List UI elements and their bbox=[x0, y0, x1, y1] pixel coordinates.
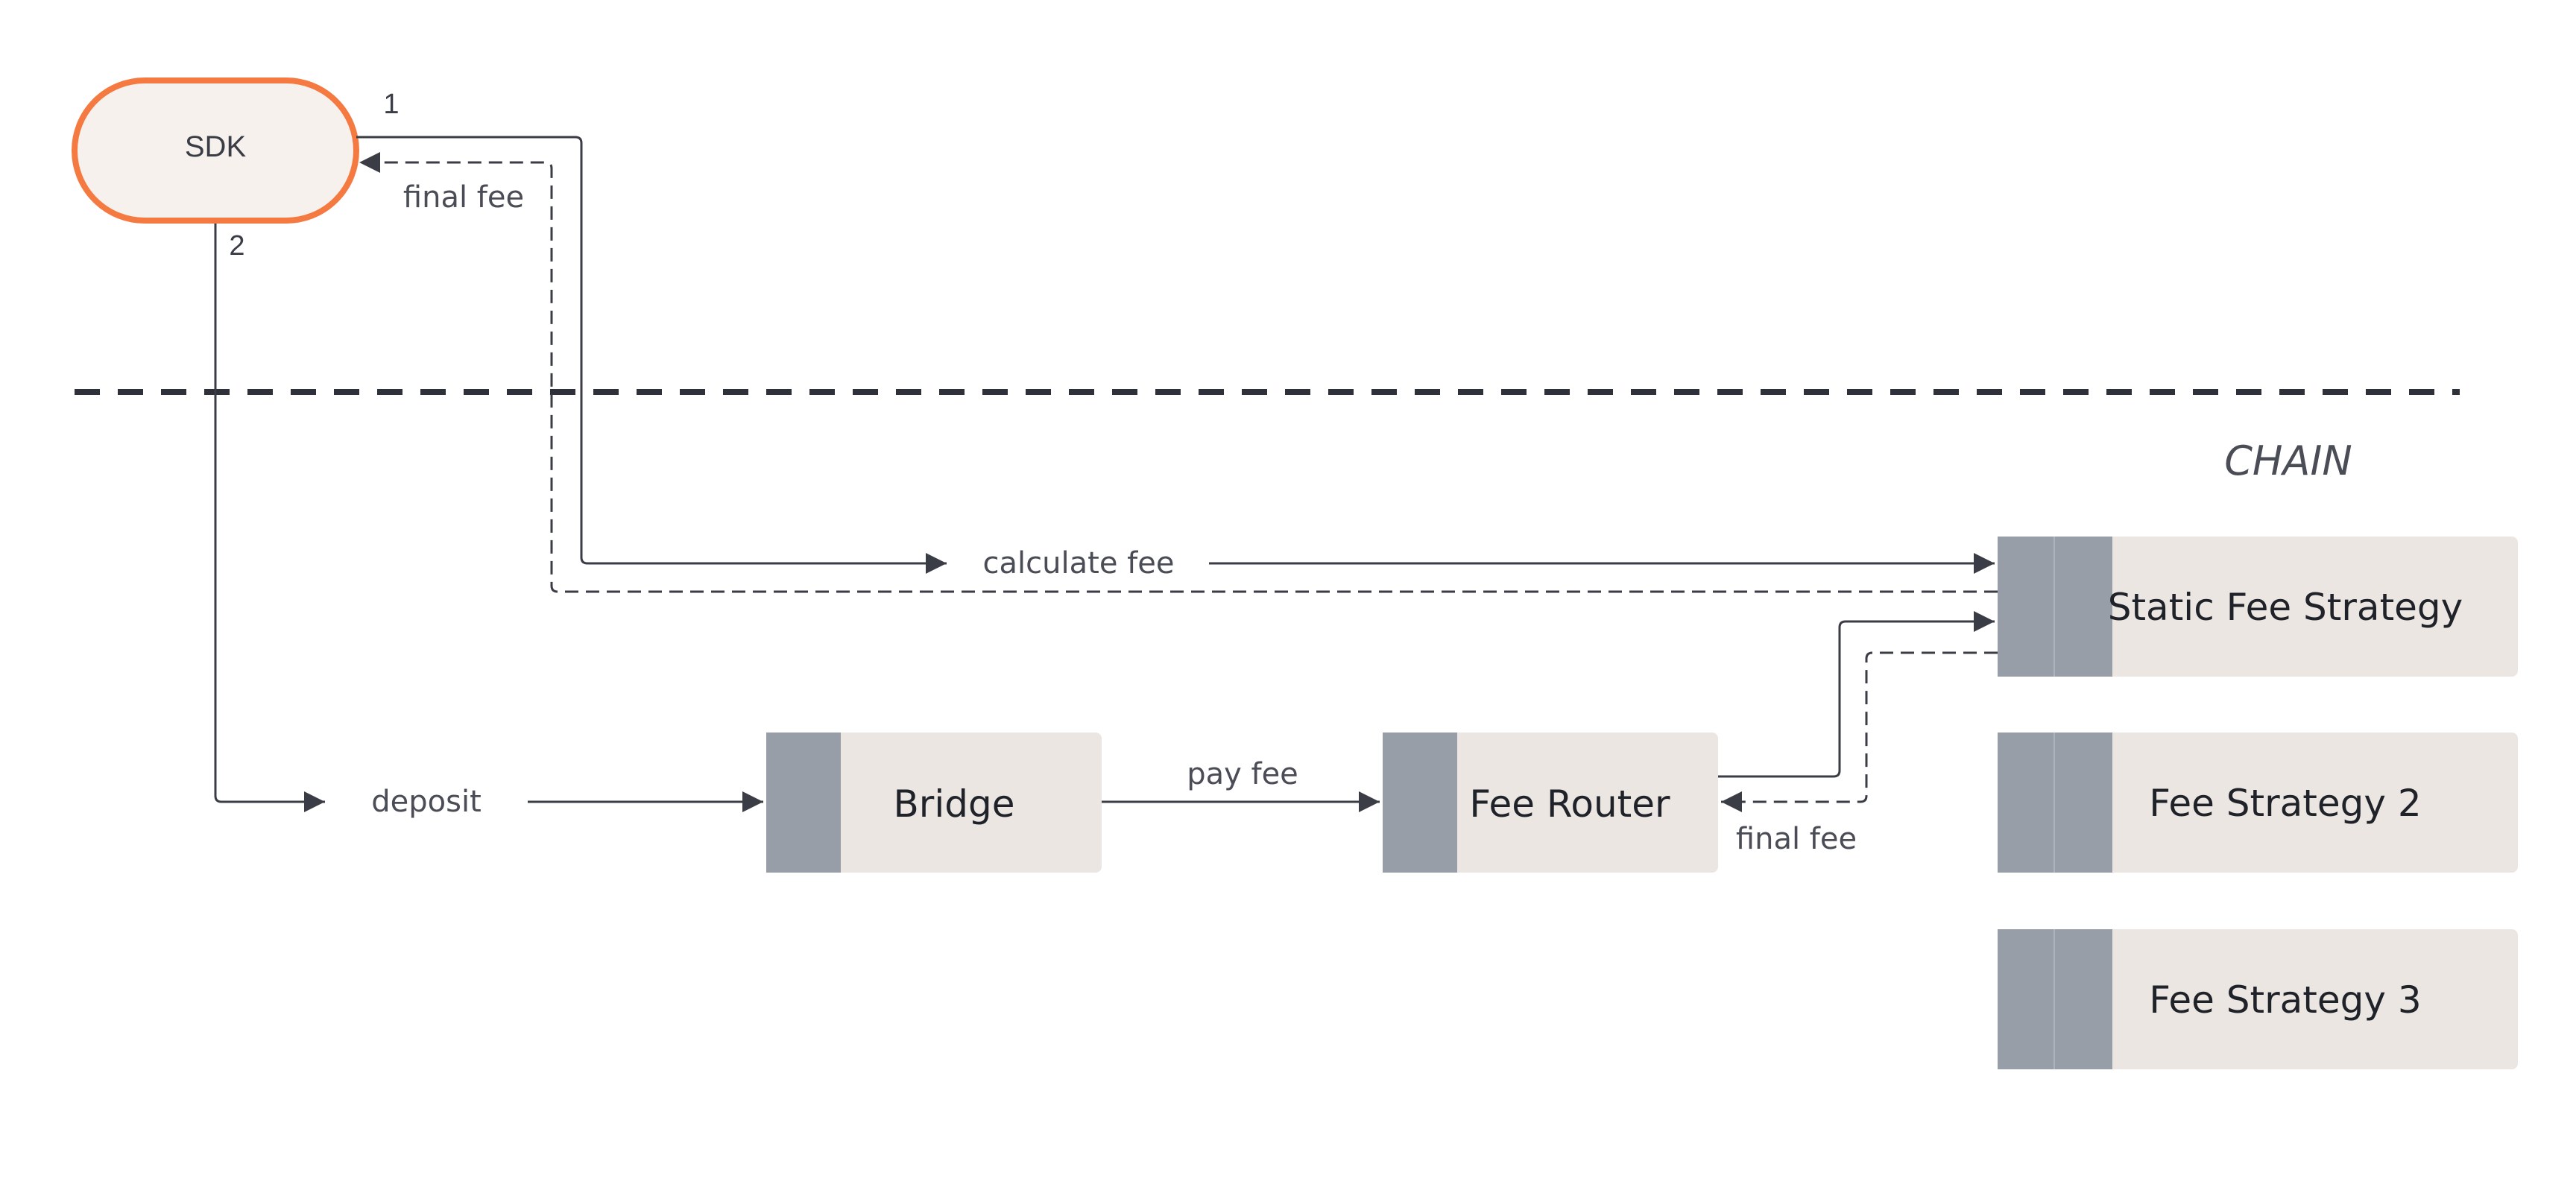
bridge-label: Bridge bbox=[894, 782, 1015, 826]
bridge-accent bbox=[766, 733, 841, 873]
final-fee-sdk-label: final fee bbox=[403, 180, 524, 215]
deposit-label: deposit bbox=[371, 785, 482, 819]
calculate-fee-label: calculate fee bbox=[983, 546, 1175, 580]
fee-strategy-2-node[interactable]: Fee Strategy 2 bbox=[1998, 733, 2518, 873]
step-1-label: 1 bbox=[383, 89, 399, 120]
fee-router-node[interactable]: Fee Router bbox=[1383, 733, 1718, 873]
calculate-fee-edge-a bbox=[356, 136, 947, 574]
deposit-edge-a bbox=[214, 224, 325, 812]
fee-router-label: Fee Router bbox=[1469, 782, 1670, 826]
pay-fee-label: pay fee bbox=[1187, 757, 1298, 791]
fee-strategy-2-label: Fee Strategy 2 bbox=[2149, 782, 2421, 825]
fee-router-accent bbox=[1383, 733, 1457, 873]
fee-strategy-3-label: Fee Strategy 3 bbox=[2149, 978, 2421, 1022]
sdk-node[interactable]: SDK bbox=[72, 77, 359, 224]
fee-strategy-3-node[interactable]: Fee Strategy 3 bbox=[1998, 929, 2518, 1069]
final-fee-return-edge bbox=[359, 152, 1998, 593]
static-fee-strategy-node[interactable]: Static Fee Strategy bbox=[1998, 537, 2518, 677]
chain-zone-label: CHAIN bbox=[2224, 437, 2352, 484]
static-fee-strategy-label: Static Fee Strategy bbox=[2108, 586, 2463, 629]
sdk-node-label: SDK bbox=[185, 130, 247, 163]
router-to-strategy-edge bbox=[1718, 611, 1995, 778]
router-final-fee-return-edge bbox=[1721, 651, 1998, 812]
final-fee-router-label: final fee bbox=[1736, 822, 1857, 856]
bridge-node[interactable]: Bridge bbox=[766, 733, 1102, 873]
step-2-label: 2 bbox=[229, 230, 244, 262]
